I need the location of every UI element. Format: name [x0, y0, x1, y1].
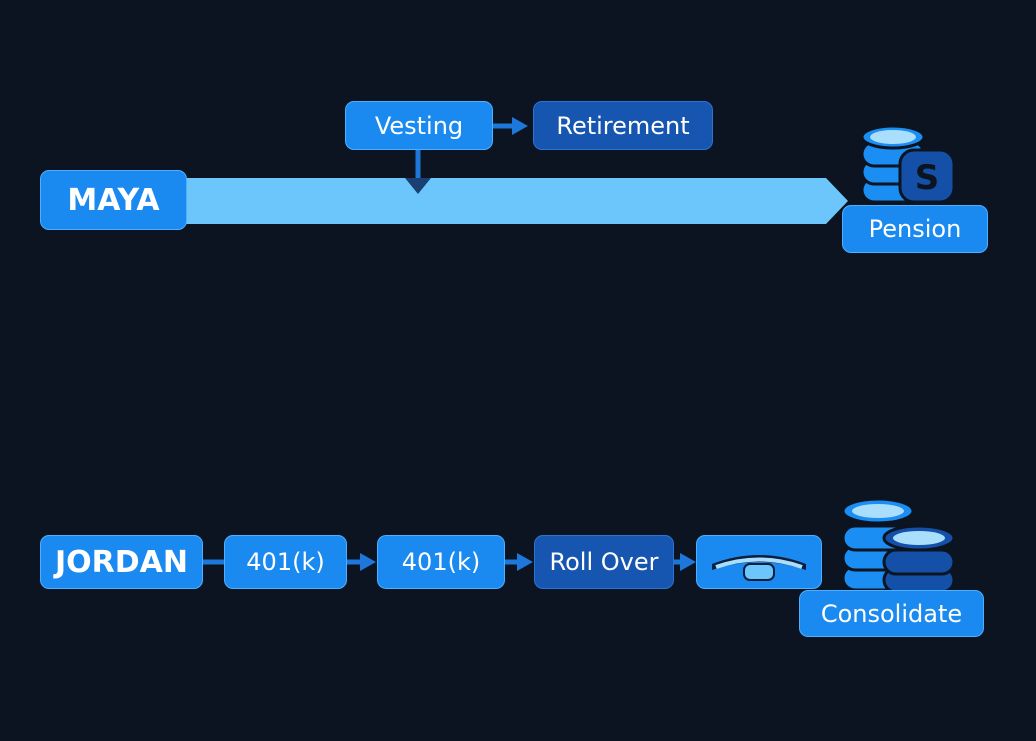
vesting-down-arrowhead	[405, 178, 431, 194]
401k-node-1: 401(k)	[224, 535, 347, 589]
401k-node-2: 401(k)	[377, 535, 505, 589]
maya-timeline-bar	[178, 178, 848, 224]
retirement-node: Retirement	[533, 101, 713, 150]
vesting-node: Vesting	[345, 101, 493, 150]
jordan-label: JORDAN	[40, 535, 203, 589]
pension-node: Pension	[842, 205, 988, 253]
rollover-to-phone-arrowhead	[680, 553, 696, 571]
401k-to-rollover-arrowhead	[517, 553, 533, 571]
vesting-to-retirement-arrowhead	[512, 117, 528, 135]
telephone-handset-icon	[712, 555, 806, 581]
401k-to-401k-arrowhead	[360, 553, 376, 571]
dollar-coin: S	[898, 148, 956, 204]
coin-stack-front	[882, 524, 956, 594]
phone-node	[696, 535, 822, 589]
rollover-node: Roll Over	[534, 535, 674, 589]
maya-label: MAYA	[40, 170, 187, 230]
consolidate-node: Consolidate	[799, 590, 984, 637]
svg-text:S: S	[915, 158, 940, 198]
